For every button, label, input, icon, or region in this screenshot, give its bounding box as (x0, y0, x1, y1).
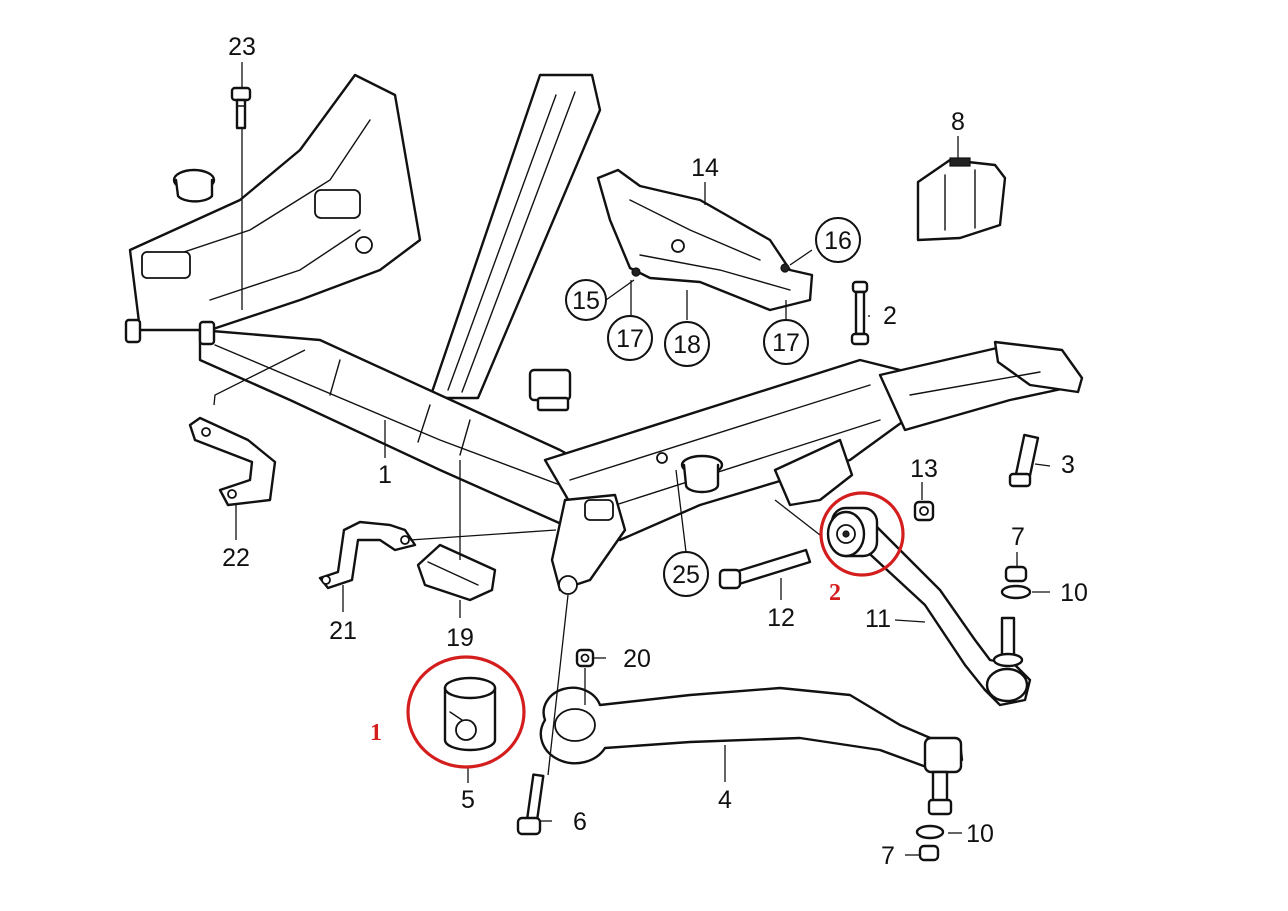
callout-8: 8 (951, 108, 965, 136)
callout-18: 18 (673, 331, 701, 359)
callout-12: 12 (767, 604, 795, 632)
highlight-label-2: 2 (829, 580, 841, 606)
rubber-pad-19 (416, 543, 497, 602)
callout-16: 16 (824, 227, 852, 255)
callout-6: 6 (573, 808, 587, 836)
callout-4: 4 (718, 786, 732, 814)
heat-shield (596, 168, 814, 312)
nut-icon (1004, 565, 1028, 583)
bracket-22 (188, 416, 277, 507)
washer-icon (915, 824, 945, 840)
callout-17a: 17 (616, 325, 644, 353)
highlight-circle-1 (406, 655, 526, 769)
callout-17b: 17 (772, 329, 800, 357)
callout-14: 14 (691, 154, 719, 182)
callout-22: 22 (222, 544, 250, 572)
bushing-icon (443, 676, 497, 752)
callout-25: 25 (672, 561, 700, 589)
nut-icon (913, 500, 935, 522)
nut-icon (918, 844, 940, 862)
callout-20: 20 (623, 645, 651, 673)
bracket-21 (318, 520, 417, 590)
highlight-labels: 1 2 (370, 580, 841, 746)
highlight-label-1: 1 (370, 720, 382, 746)
highlight-circle-2 (819, 491, 905, 577)
circled-callouts (565, 217, 861, 597)
tension-strut-11 (858, 518, 1032, 707)
callout-1: 1 (378, 461, 392, 489)
callout-10b: 10 (966, 820, 994, 848)
callout-2: 2 (883, 302, 897, 330)
callout-3: 3 (1061, 451, 1075, 479)
highlight-rings (406, 491, 905, 769)
bolt-icon (718, 548, 812, 590)
callout-23: 23 (228, 33, 256, 61)
front-subframe (124, 73, 1084, 595)
leader-lines (213, 62, 1051, 856)
callout-21: 21 (329, 617, 357, 645)
callout-7b: 7 (881, 842, 895, 870)
washer-icon (1000, 584, 1032, 600)
bushing-icon (826, 506, 879, 558)
nut-icon (575, 648, 595, 668)
callout-15: 15 (572, 287, 600, 315)
bolt-icon (1008, 433, 1040, 488)
callout-10a: 10 (1060, 579, 1088, 607)
lower-control-arm-4 (539, 686, 964, 816)
callout-11: 11 (865, 605, 891, 633)
callout-19: 19 (446, 624, 474, 652)
callout-7a: 7 (1011, 523, 1025, 551)
callout-5: 5 (461, 786, 475, 814)
bolt-icon (230, 86, 252, 130)
bolt-icon (850, 280, 870, 346)
bolt-icon (516, 773, 545, 836)
bracket-8 (916, 157, 1007, 242)
callout-13: 13 (910, 455, 938, 483)
callout-labels: 23 14 8 16 15 17 18 17 2 3 13 7 10 1 22 … (222, 33, 1088, 870)
